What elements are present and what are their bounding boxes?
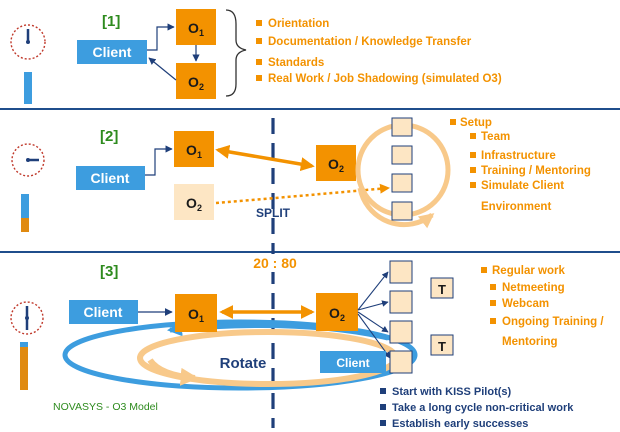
section-number: [3] — [100, 263, 118, 280]
o2-box — [316, 293, 358, 331]
client-remote-box — [320, 351, 386, 373]
rotate-label: Rotate — [220, 355, 267, 372]
client-box — [76, 166, 145, 190]
team-box-1 — [430, 277, 454, 299]
setup-list: Setup Team Infrastructure Training / Men… — [450, 117, 591, 213]
notes-list: Start with KISS Pilot(s) Take a long cyc… — [380, 386, 574, 430]
clock-icon — [10, 301, 44, 335]
section-1: [1] Client O1 O2 Orientation Documentati… — [10, 9, 502, 104]
transfer-arrow — [215, 183, 390, 205]
note-long-cycle: Take a long cycle non-critical work — [392, 402, 574, 414]
section-3: [3] Client O1 O2 Client Rotate — [10, 260, 604, 430]
brace — [225, 9, 247, 97]
regular-work-list: Regular work Netmeeting Webcam Ongoing T… — [481, 265, 604, 348]
clock-icon — [11, 143, 45, 177]
o2-label: O2 — [188, 74, 204, 92]
progress-bar — [24, 72, 32, 104]
bullet-documentation: Documentation / Knowledge Transfer — [268, 36, 472, 48]
bullet-training: Training / Mentoring — [481, 165, 591, 177]
ratio-backdrop — [246, 254, 302, 272]
team-stack — [391, 117, 413, 221]
client-to-o1-arrow — [147, 23, 175, 51]
client-label: Client — [84, 304, 123, 320]
bullet-setup: Setup — [460, 117, 492, 129]
progress-bar — [20, 342, 28, 390]
bullet-regular-work: Regular work — [492, 265, 565, 277]
fan-out-arrows — [357, 271, 391, 359]
bullet-list: Orientation Documentation / Knowledge Tr… — [256, 18, 502, 85]
brand-label: NOVASYS - O3 Model — [53, 401, 158, 413]
cycle-arrow — [357, 187, 435, 229]
clock-icon — [10, 24, 46, 60]
o2-remote-label: O2 — [328, 156, 344, 174]
section-2: [2] Client O1 O2 O2 SPLIT Setup — [11, 117, 591, 428]
rotate-arrow-orange — [147, 358, 199, 386]
o1-o2-exchange-arrow — [215, 144, 315, 172]
bullet-simulate-client: Simulate Client — [481, 180, 564, 192]
o2-remote-box — [316, 145, 356, 181]
o2-label: O2 — [329, 305, 345, 323]
o2-local-label: O2 — [186, 195, 202, 213]
bullet-team: Team — [481, 131, 510, 143]
client-box — [77, 40, 147, 64]
bullet-infrastructure: Infrastructure — [481, 150, 556, 162]
bullet-real-work: Real Work / Job Shadowing (simulated O3) — [268, 73, 502, 85]
section-number: [1] — [102, 13, 120, 30]
o1-box — [174, 131, 214, 167]
progress-bar — [21, 194, 29, 232]
client-label: Client — [91, 170, 130, 186]
team-box-2 — [430, 334, 454, 356]
bullet-ongoing-training: Ongoing Training / — [502, 316, 604, 328]
bullet-webcam: Webcam — [502, 298, 549, 310]
bullet-mentoring: Mentoring — [502, 336, 558, 348]
o1-label: O1 — [188, 20, 204, 38]
o1-box — [175, 294, 217, 332]
note-kiss-pilot: Start with KISS Pilot(s) — [392, 386, 512, 398]
bullet-netmeeting: Netmeeting — [502, 282, 565, 294]
team-label-2: T — [438, 339, 446, 354]
o2-box — [176, 63, 216, 99]
note-early-successes: Establish early successes — [392, 418, 528, 430]
o2-local-box — [174, 184, 214, 220]
section-number: [2] — [100, 128, 118, 145]
o1-label: O1 — [186, 142, 202, 160]
rotate-ring-outer — [62, 319, 418, 391]
bullet-orientation: Orientation — [268, 18, 329, 30]
split-label: SPLIT — [256, 206, 291, 220]
team-stack — [389, 260, 413, 374]
client-remote-label: Client — [336, 356, 369, 370]
team-label-1: T — [438, 282, 446, 297]
o1-label: O1 — [188, 306, 204, 324]
bullet-standards: Standards — [268, 57, 324, 69]
o2-to-client-arrow — [148, 57, 177, 81]
client-to-o1-arrow — [145, 145, 173, 176]
o1-box — [176, 9, 216, 45]
client-box — [69, 300, 138, 324]
bullet-environment: Environment — [481, 201, 551, 213]
client-label: Client — [93, 44, 132, 60]
ratio-label: 20 : 80 — [253, 255, 297, 271]
